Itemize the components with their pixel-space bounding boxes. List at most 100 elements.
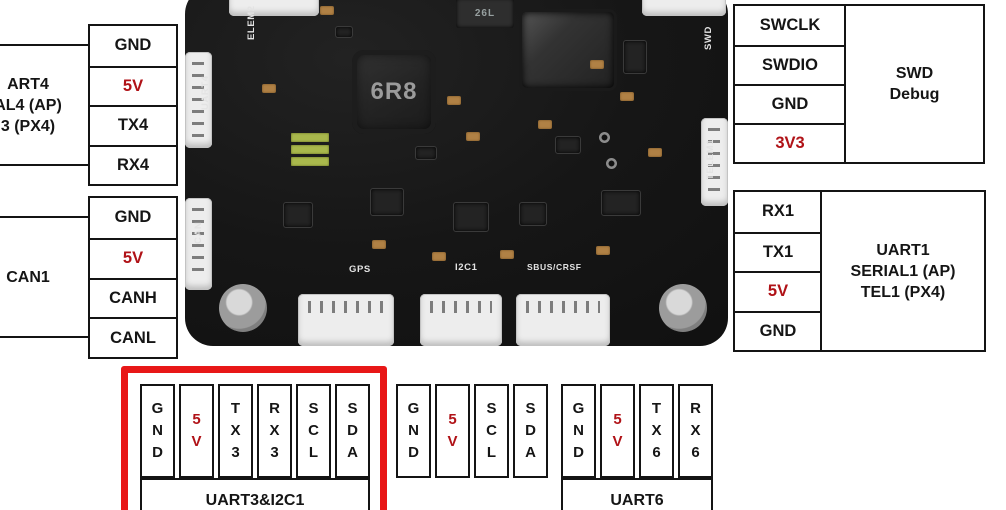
capacitor	[466, 132, 480, 141]
pin-gnd: GND	[735, 310, 821, 351]
uart4-connector	[185, 52, 212, 148]
capacitor	[596, 246, 610, 255]
connector-label-uart3-i2c1: UART3&I2C1	[140, 478, 370, 510]
swd-connector	[642, 0, 726, 16]
i2c1-connector	[420, 294, 502, 346]
pin-gnd: GND	[735, 84, 845, 123]
pin-canh: CANH	[90, 277, 176, 318]
smd-ic	[519, 202, 547, 226]
silkscreen-sbus-crsf: SBUS/CRSF	[527, 262, 582, 272]
label-line: Debug	[889, 86, 940, 103]
can-connector	[185, 198, 212, 290]
pin-tx1: TX1	[735, 231, 821, 272]
silkscreen-telem2: ELEM2	[246, 5, 257, 40]
label-box-uart4: ART4 AL4 (AP) 3 (PX4)	[0, 44, 90, 166]
ic-chip: 26L	[456, 0, 514, 28]
capacitor	[447, 96, 461, 105]
smd-ic	[453, 202, 489, 232]
label-line: UART1	[876, 241, 930, 259]
pin-swclk: SWCLK	[759, 16, 821, 34]
silkscreen-i2c1: I2C1	[455, 262, 478, 273]
via-pad	[606, 158, 617, 169]
label-box-swd: SWD Debug	[844, 4, 985, 164]
connector-pins	[192, 208, 204, 280]
silkscreen-can: CAN	[193, 221, 204, 244]
telem1-connector	[701, 118, 728, 206]
pin-canl: CANL	[90, 317, 176, 357]
smd-ic	[555, 136, 581, 154]
capacitor	[648, 148, 662, 157]
pin-rx1: RX1	[761, 202, 795, 221]
smd-ic	[283, 202, 313, 228]
connector-pins	[192, 62, 204, 138]
via-pad	[599, 132, 610, 143]
label-line: TEL1 (PX4)	[860, 283, 946, 301]
connector-pins	[308, 301, 384, 313]
capacitor	[620, 92, 634, 101]
label-line: 3 (PX4)	[0, 117, 56, 135]
pin-table-can1: GND 5V CANH CANL	[88, 196, 178, 359]
pin-5v: 5V	[735, 271, 821, 311]
pin-5v: 5V	[90, 237, 176, 278]
connector-pins	[708, 128, 720, 196]
gps-connector	[298, 294, 394, 346]
pin-tx4: TX4	[90, 105, 176, 145]
smd-ic	[601, 190, 641, 216]
capacitor	[432, 252, 446, 261]
pin-gnd: GND	[114, 36, 152, 55]
capacitor	[372, 240, 386, 249]
silkscreen-gps: GPS	[349, 264, 371, 275]
highlight-box-uart3-i2c1	[121, 366, 387, 510]
smd-ic	[415, 146, 437, 160]
pin-swdio: SWDIO	[735, 45, 845, 84]
pin-3v3: 3V3	[735, 123, 845, 162]
label-box-uart1: UART1 SERIAL1 (AP) TEL1 (PX4)	[820, 190, 986, 352]
ic-marking: 26L	[474, 7, 496, 19]
telem2-connector	[229, 0, 319, 16]
label-line: AL4 (AP)	[0, 96, 62, 114]
flight-controller-board: 6R8 26L ELEM2 UART4	[185, 0, 728, 346]
capacitor	[590, 60, 604, 69]
pin-table-uart4: GND 5V TX4 RX4	[88, 24, 178, 186]
silkscreen-uart4: UART4	[200, 75, 211, 110]
pin-5v: 5V	[90, 65, 176, 106]
silkscreen-swd: SWD	[703, 26, 714, 50]
capacitor	[500, 250, 514, 259]
capacitor	[320, 6, 334, 15]
connector-pins	[430, 301, 492, 313]
power-inductor: 6R8	[352, 50, 436, 134]
pin-table-uart1: RX1 TX1 5V GND	[733, 190, 823, 352]
mounting-hole	[219, 284, 267, 332]
connector-pins	[526, 301, 600, 313]
capacitor	[538, 120, 552, 129]
label-box-can1: CAN1	[0, 216, 90, 338]
pin-gnd: GND	[114, 208, 152, 227]
label-line: CAN1	[6, 268, 50, 286]
pin-table-swd: SWCLK SWDIO GND 3V3	[733, 4, 847, 164]
label-line: ART4	[7, 75, 49, 93]
inductor-marking: 6R8	[370, 78, 418, 105]
mcu-chip	[522, 12, 614, 88]
label-line: SERIAL1 (AP)	[850, 262, 956, 280]
label-line: SWD	[895, 65, 934, 82]
smd-ic	[370, 188, 404, 216]
pin-rx4: RX4	[90, 144, 176, 185]
silkscreen-telem1: TELEM1	[705, 138, 716, 180]
